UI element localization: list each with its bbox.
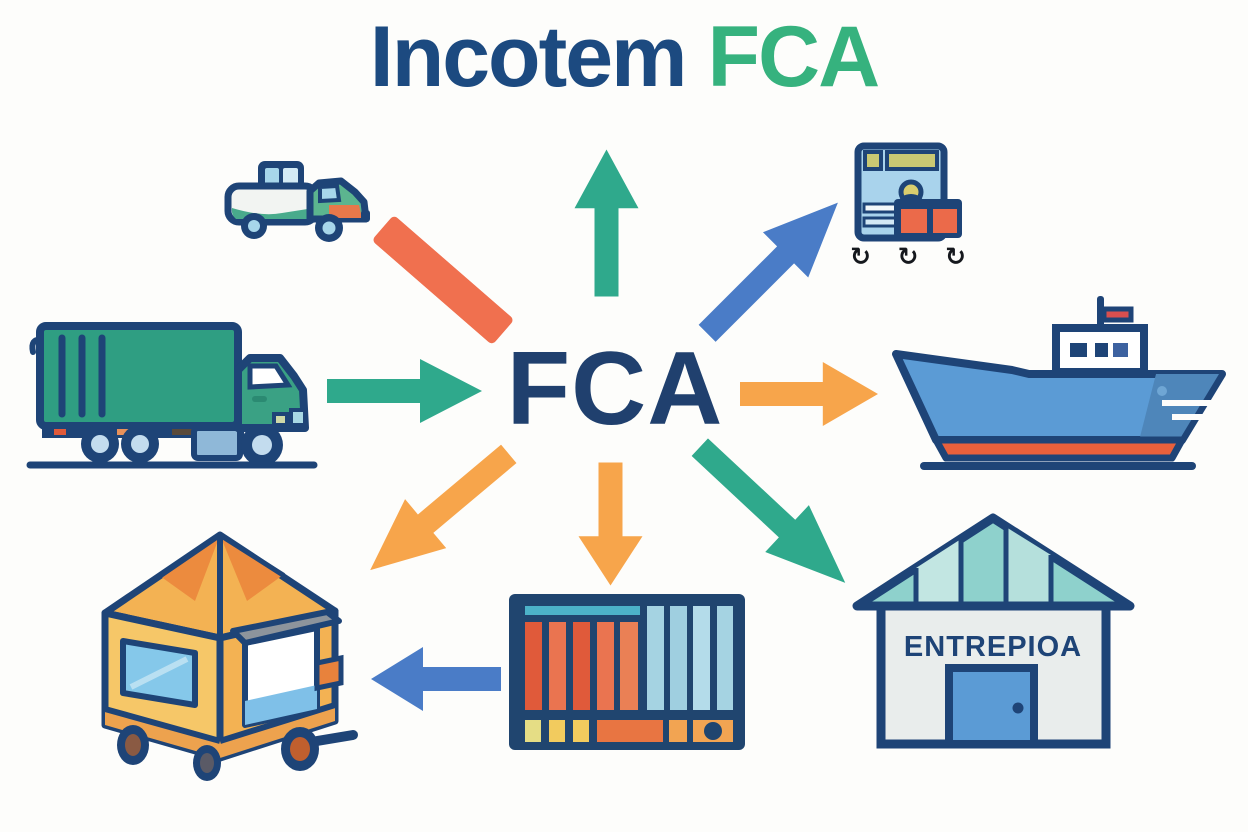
container-slats [525,606,733,710]
kiosk-window [120,638,198,708]
arrow-center-to-container [575,462,647,586]
counter-desk [894,199,962,238]
pickup-truck-body [224,161,370,226]
warehouse-door [945,664,1038,748]
kiosk-door [230,609,344,728]
diagram-title: Incotem FCA [0,10,1248,105]
arrow-center-to-counter [682,177,864,359]
cargo-truck-icon [22,318,322,470]
warehouse-icon: ENTREPIOA [851,510,1136,754]
arrow-container-to-kiosk [371,643,501,715]
warehouse-roof [852,513,1135,611]
cargo-truck-cab [234,354,309,432]
kiosk-wheels [117,725,358,781]
pickup-truck-icon [222,153,372,248]
arrow-center-to-kiosk [347,426,532,597]
ship-cabin [1052,324,1148,376]
arrow-truck-to-center [327,355,482,427]
ship-icon [884,290,1234,475]
arrow-center-up [571,149,643,297]
rotate-icon: ↻ [945,242,966,271]
arrow-pickup-to-center [371,215,514,346]
checkout-counter-icon: ↻ ↻ ↻ [848,142,968,270]
title-word-fca: FCA [707,9,880,105]
kiosk-cart-icon [95,513,365,783]
warehouse-sign: ENTREPIOA [904,631,1082,663]
rotate-icon: ↻ [897,242,919,271]
title-word-incotem: Incotem [369,9,688,105]
arrow-center-to-warehouse [675,421,870,609]
rotate-icons-row: ↻ ↻ ↻ [850,244,966,270]
arrow-center-to-ship [740,358,878,430]
fca-center-label: FCA [506,331,724,447]
rotate-icon: ↻ [850,242,871,271]
kiosk-roof [101,531,339,642]
container-bottom-row [525,720,733,742]
cargo-truck-wheels [81,424,283,466]
ship-hull [892,350,1226,470]
container-icon [507,592,747,752]
cargo-truck-box [29,322,242,430]
pickup-truck-wheels [241,213,343,242]
